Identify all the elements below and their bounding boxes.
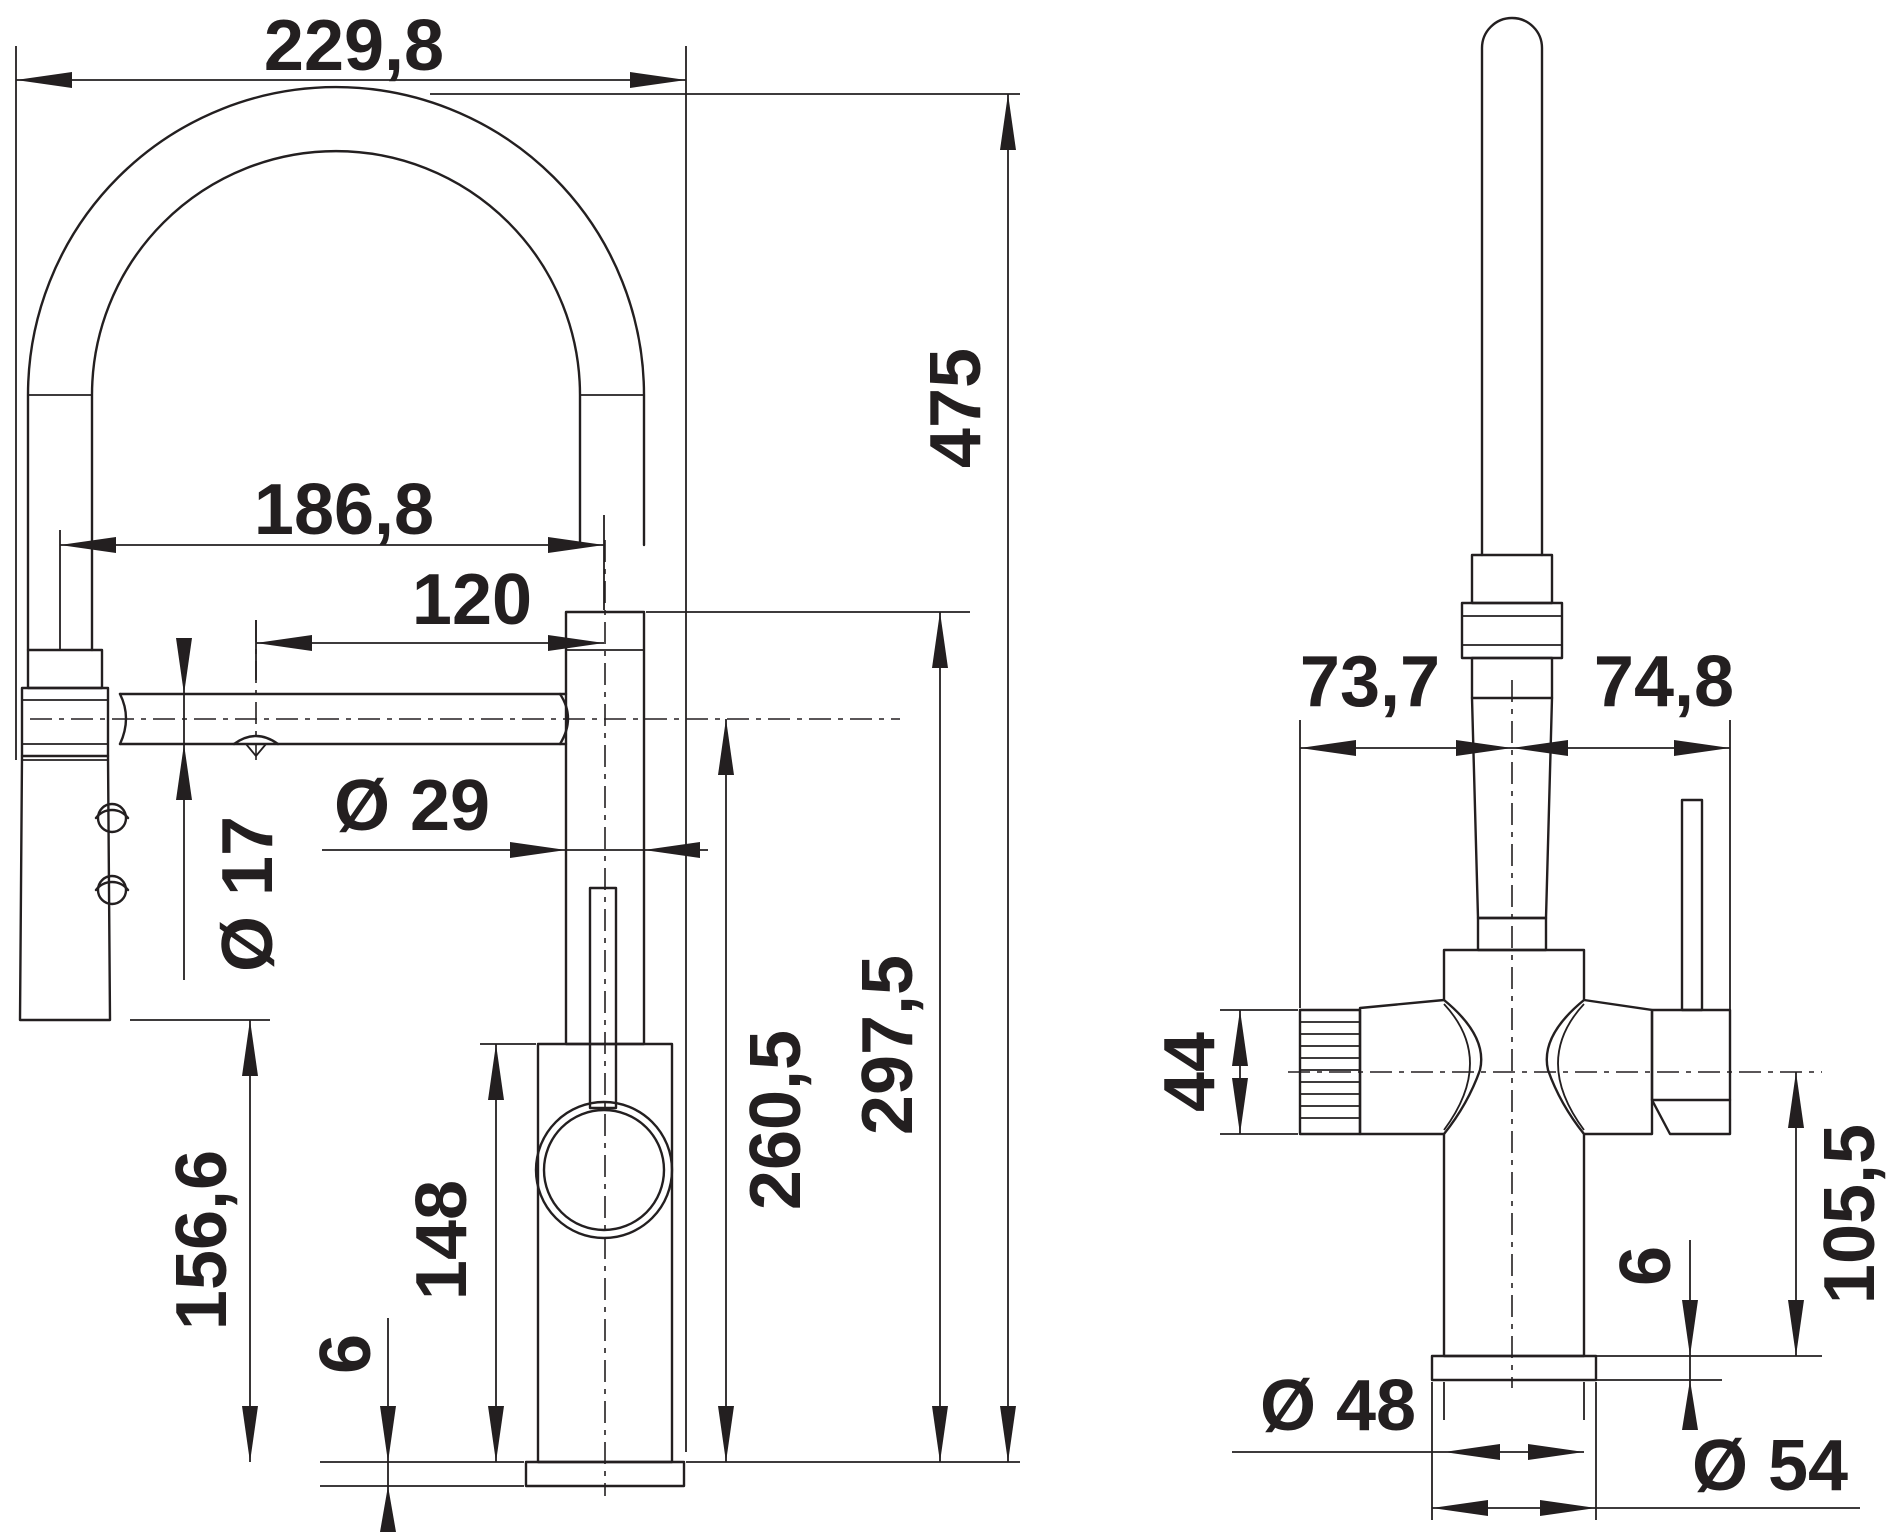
dim-body-diameter: Ø 48	[1232, 1366, 1584, 1460]
front-base-plate	[1430, 1354, 1598, 1382]
dim-label-handle-offset: 120	[412, 560, 532, 640]
dim-label-overall-width: 229,8	[264, 6, 444, 86]
dim-hose-diameter: Ø 29	[322, 766, 708, 858]
side-extension-lines	[15, 46, 1020, 1487]
dim-label-side-base-thickness: 6	[306, 1334, 386, 1374]
dim-spout-bar-height: 297,5	[848, 612, 948, 1462]
dim-label-base-diameter: Ø 54	[1692, 1426, 1848, 1506]
front-body	[1358, 948, 1654, 1358]
front-view: 73,7 74,8 44 105,5 6	[1150, 16, 1890, 1520]
spray-head	[18, 648, 112, 1022]
dim-label-overall-height: 475	[916, 348, 996, 468]
side-view: 229,8 475 186,8 120 Ø 29	[15, 6, 1020, 1532]
dim-spout-reach: 186,8	[60, 470, 604, 553]
dim-label-lever-block-height: 148	[402, 1180, 482, 1300]
dim-handle-offset: 120	[256, 560, 604, 651]
dim-overall-width: 229,8	[16, 6, 686, 88]
dim-base-diameter: Ø 54	[1432, 1426, 1860, 1516]
front-lever	[1650, 798, 1732, 1136]
dim-knob-center-height: 105,5	[1788, 1072, 1890, 1356]
dim-label-hose-diameter: Ø 29	[334, 766, 490, 846]
spray-arm	[118, 692, 570, 758]
dim-label-knob-center-height: 105,5	[1810, 1124, 1890, 1304]
dim-spray-head-height: 156,6	[162, 1020, 258, 1462]
dim-left-offset: 73,7	[1300, 642, 1512, 756]
dim-label-left-offset: 73,7	[1300, 642, 1440, 722]
dim-label-front-base-thickness: 6	[1606, 1246, 1686, 1286]
dim-right-offset: 74,8	[1512, 642, 1734, 756]
dim-front-base-thickness: 6	[1606, 1240, 1698, 1430]
dim-side-base-thickness: 6	[306, 1318, 396, 1532]
dim-lever-block-height: 148	[402, 1044, 504, 1462]
spout-arch-outer	[26, 85, 646, 652]
dim-label-spout-bar-height: 297,5	[848, 955, 928, 1135]
side-lever	[534, 886, 674, 1240]
spray-buttons	[94, 802, 130, 906]
front-knurled-knob	[1298, 1008, 1362, 1136]
spout-arch-inner	[90, 149, 582, 652]
dim-overall-height: 475	[916, 94, 1016, 1462]
dim-label-spray-head-height: 156,6	[162, 1150, 242, 1330]
dim-label-right-offset: 74,8	[1594, 642, 1734, 722]
dim-label-spout-reach: 186,8	[254, 470, 434, 550]
dim-label-spray-diameter: Ø 17	[208, 816, 288, 972]
front-extension-lines	[1220, 720, 1822, 1520]
dim-spout-outlet-height: 260,5	[718, 719, 816, 1462]
dim-spray-diameter: Ø 17	[176, 638, 288, 980]
dim-label-body-diameter: Ø 48	[1260, 1366, 1416, 1446]
dim-label-knob-height: 44	[1150, 1032, 1230, 1112]
dim-label-spout-outlet-height: 260,5	[736, 1030, 816, 1210]
dim-knob-height: 44	[1150, 1010, 1248, 1134]
